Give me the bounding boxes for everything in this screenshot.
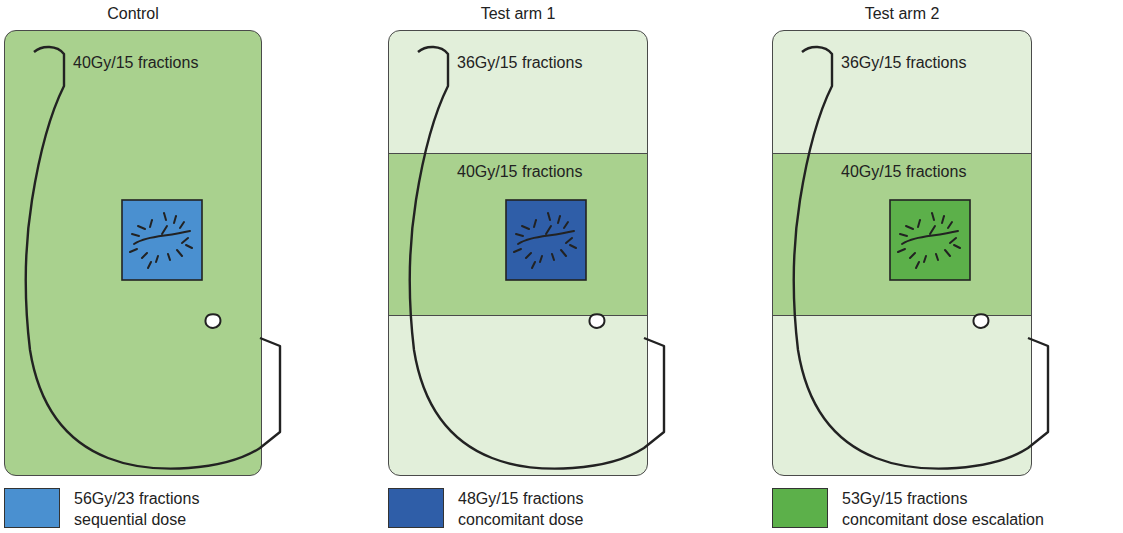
panel-title: Test arm 1 — [389, 4, 647, 23]
dose-label: 36Gy/15 fractions — [841, 53, 966, 72]
legend-text: 53Gy/15 fractions concomitant dose escal… — [842, 488, 1052, 530]
legend-text: 56Gy/23 fractions sequential dose — [74, 488, 244, 530]
dose-label: 36Gy/15 fractions — [457, 53, 582, 72]
tumour-bed-boost — [890, 200, 970, 280]
legend-swatch — [772, 488, 828, 528]
dose-band: 40Gy/15 fractions — [773, 153, 1031, 316]
tumour-bed-boost — [506, 200, 586, 280]
tumour-bed-boost — [122, 200, 202, 280]
dose-label: 40Gy/15 fractions — [841, 162, 966, 181]
dose-label: 40Gy/15 fractions — [457, 162, 582, 181]
panel-title: Control — [5, 4, 261, 23]
legend-swatch — [388, 488, 444, 528]
treatment-panel: Test arm 236Gy/15 fractions40Gy/15 fract… — [772, 30, 1032, 476]
treatment-panel: Test arm 136Gy/15 fractions40Gy/15 fract… — [388, 30, 648, 476]
dose-band: 40Gy/15 fractions — [389, 153, 647, 316]
legend-text: 48Gy/15 fractions concomitant dose — [458, 488, 628, 530]
treatment-panel: Control40Gy/15 fractions — [4, 30, 262, 476]
panel-title: Test arm 2 — [773, 4, 1031, 23]
legend-swatch — [4, 488, 60, 528]
dose-label: 40Gy/15 fractions — [73, 53, 198, 72]
